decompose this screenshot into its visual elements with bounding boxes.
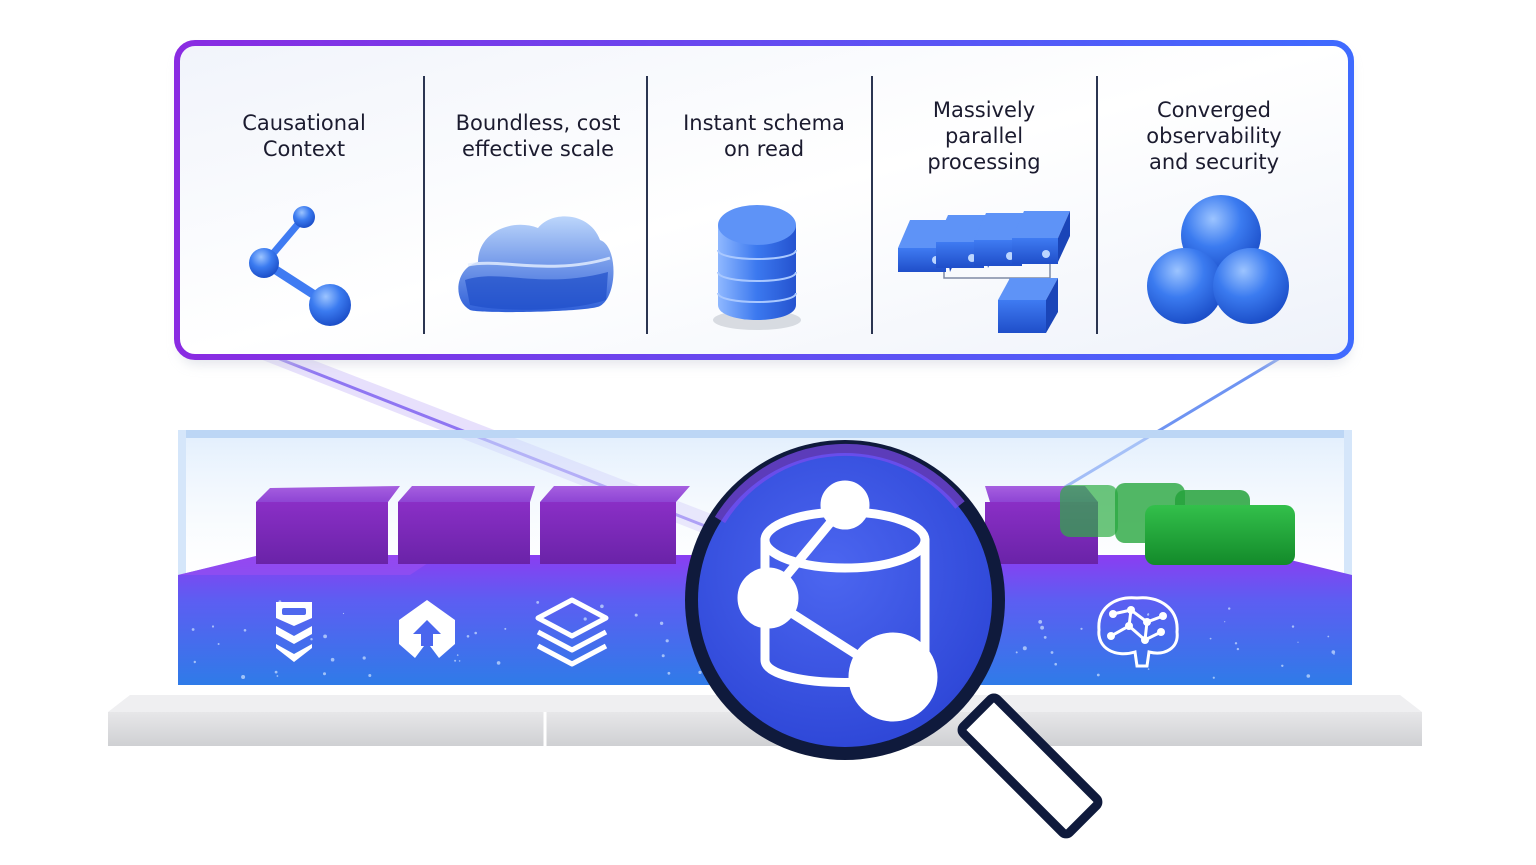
purple-block bbox=[256, 486, 400, 564]
sparkle bbox=[241, 675, 246, 679]
ai-brain-icon bbox=[1097, 596, 1179, 668]
purple-block bbox=[540, 486, 690, 564]
database-cylinder-icon bbox=[713, 205, 801, 330]
sparkle bbox=[243, 629, 247, 632]
sparkle bbox=[1054, 662, 1057, 666]
sparkle bbox=[1297, 641, 1299, 643]
sparkle bbox=[504, 627, 507, 630]
sparkle bbox=[1306, 674, 1311, 678]
shield-agent-icon bbox=[276, 602, 312, 662]
sparkle bbox=[342, 612, 345, 615]
magnifier bbox=[685, 440, 1103, 839]
sparkle bbox=[330, 657, 335, 662]
sparkle bbox=[211, 625, 215, 628]
sparkle bbox=[193, 660, 196, 664]
sparkle bbox=[474, 631, 478, 635]
sparkle bbox=[1291, 625, 1295, 628]
sparkle bbox=[1096, 673, 1100, 677]
sparkle bbox=[191, 628, 195, 631]
sparkle bbox=[1209, 637, 1212, 640]
sparkle bbox=[661, 654, 665, 658]
sparkle bbox=[1228, 607, 1231, 610]
sparkle bbox=[1043, 636, 1047, 639]
sparkle bbox=[634, 613, 638, 617]
sparkle bbox=[698, 670, 702, 675]
sparkle bbox=[1038, 620, 1043, 624]
sparkle bbox=[1212, 676, 1215, 679]
sparkle bbox=[1015, 651, 1018, 654]
sparkle bbox=[1147, 668, 1150, 670]
sparkle bbox=[1022, 646, 1027, 651]
sparkle bbox=[276, 675, 279, 677]
database-graph-icon bbox=[737, 480, 938, 722]
cloud-icon bbox=[458, 216, 614, 313]
sparkle bbox=[310, 638, 313, 641]
sparkle bbox=[496, 661, 501, 665]
sparkle bbox=[1281, 664, 1284, 667]
sparkle bbox=[667, 671, 671, 675]
sparkle bbox=[456, 654, 459, 656]
sparkle bbox=[1050, 651, 1054, 654]
sparkle bbox=[1327, 635, 1330, 638]
feature-label-boundless-scale: Boundless, cost effective scale bbox=[455, 111, 621, 161]
sparkle bbox=[368, 674, 372, 677]
sparkle bbox=[274, 670, 278, 674]
magnifier-handle bbox=[957, 693, 1103, 839]
sparkle bbox=[362, 656, 366, 660]
sparkle bbox=[1080, 627, 1083, 630]
sparkle bbox=[1333, 653, 1335, 655]
sparkle bbox=[1331, 650, 1336, 654]
sparkle bbox=[323, 672, 326, 676]
sparkle bbox=[1224, 621, 1226, 623]
layers-stack-icon bbox=[535, 597, 609, 667]
feature-label-converged-observability: Converged observability and security bbox=[1146, 98, 1282, 174]
feature-label-causational-context: Causational Context bbox=[242, 111, 366, 161]
sparkle bbox=[583, 617, 587, 621]
sparkle bbox=[323, 634, 327, 639]
sparkle bbox=[665, 639, 669, 643]
sparkle bbox=[217, 643, 220, 645]
sparkle bbox=[1147, 613, 1150, 616]
green-data-blocks bbox=[1060, 483, 1295, 565]
sparkle bbox=[659, 621, 664, 625]
purple-data-blocks bbox=[256, 486, 1098, 564]
feature-label-instant-schema: Instant schema on read bbox=[683, 111, 845, 161]
sparkle bbox=[454, 659, 457, 662]
sparkle bbox=[600, 604, 604, 609]
sparkle bbox=[1234, 642, 1238, 645]
sparkle bbox=[1236, 647, 1240, 651]
purple-block bbox=[398, 486, 535, 564]
parallel-cubes-icon bbox=[898, 211, 1070, 333]
feature-label-parallel-processing: Massively parallel processing bbox=[927, 98, 1041, 174]
sparkle bbox=[466, 635, 470, 638]
sparkle bbox=[458, 660, 461, 662]
sparkle bbox=[536, 601, 540, 604]
sparkle bbox=[1040, 625, 1044, 630]
share-nodes-icon bbox=[249, 206, 351, 326]
arrow-up-hexagon-icon bbox=[399, 600, 455, 658]
three-spheres-icon bbox=[1147, 195, 1289, 324]
